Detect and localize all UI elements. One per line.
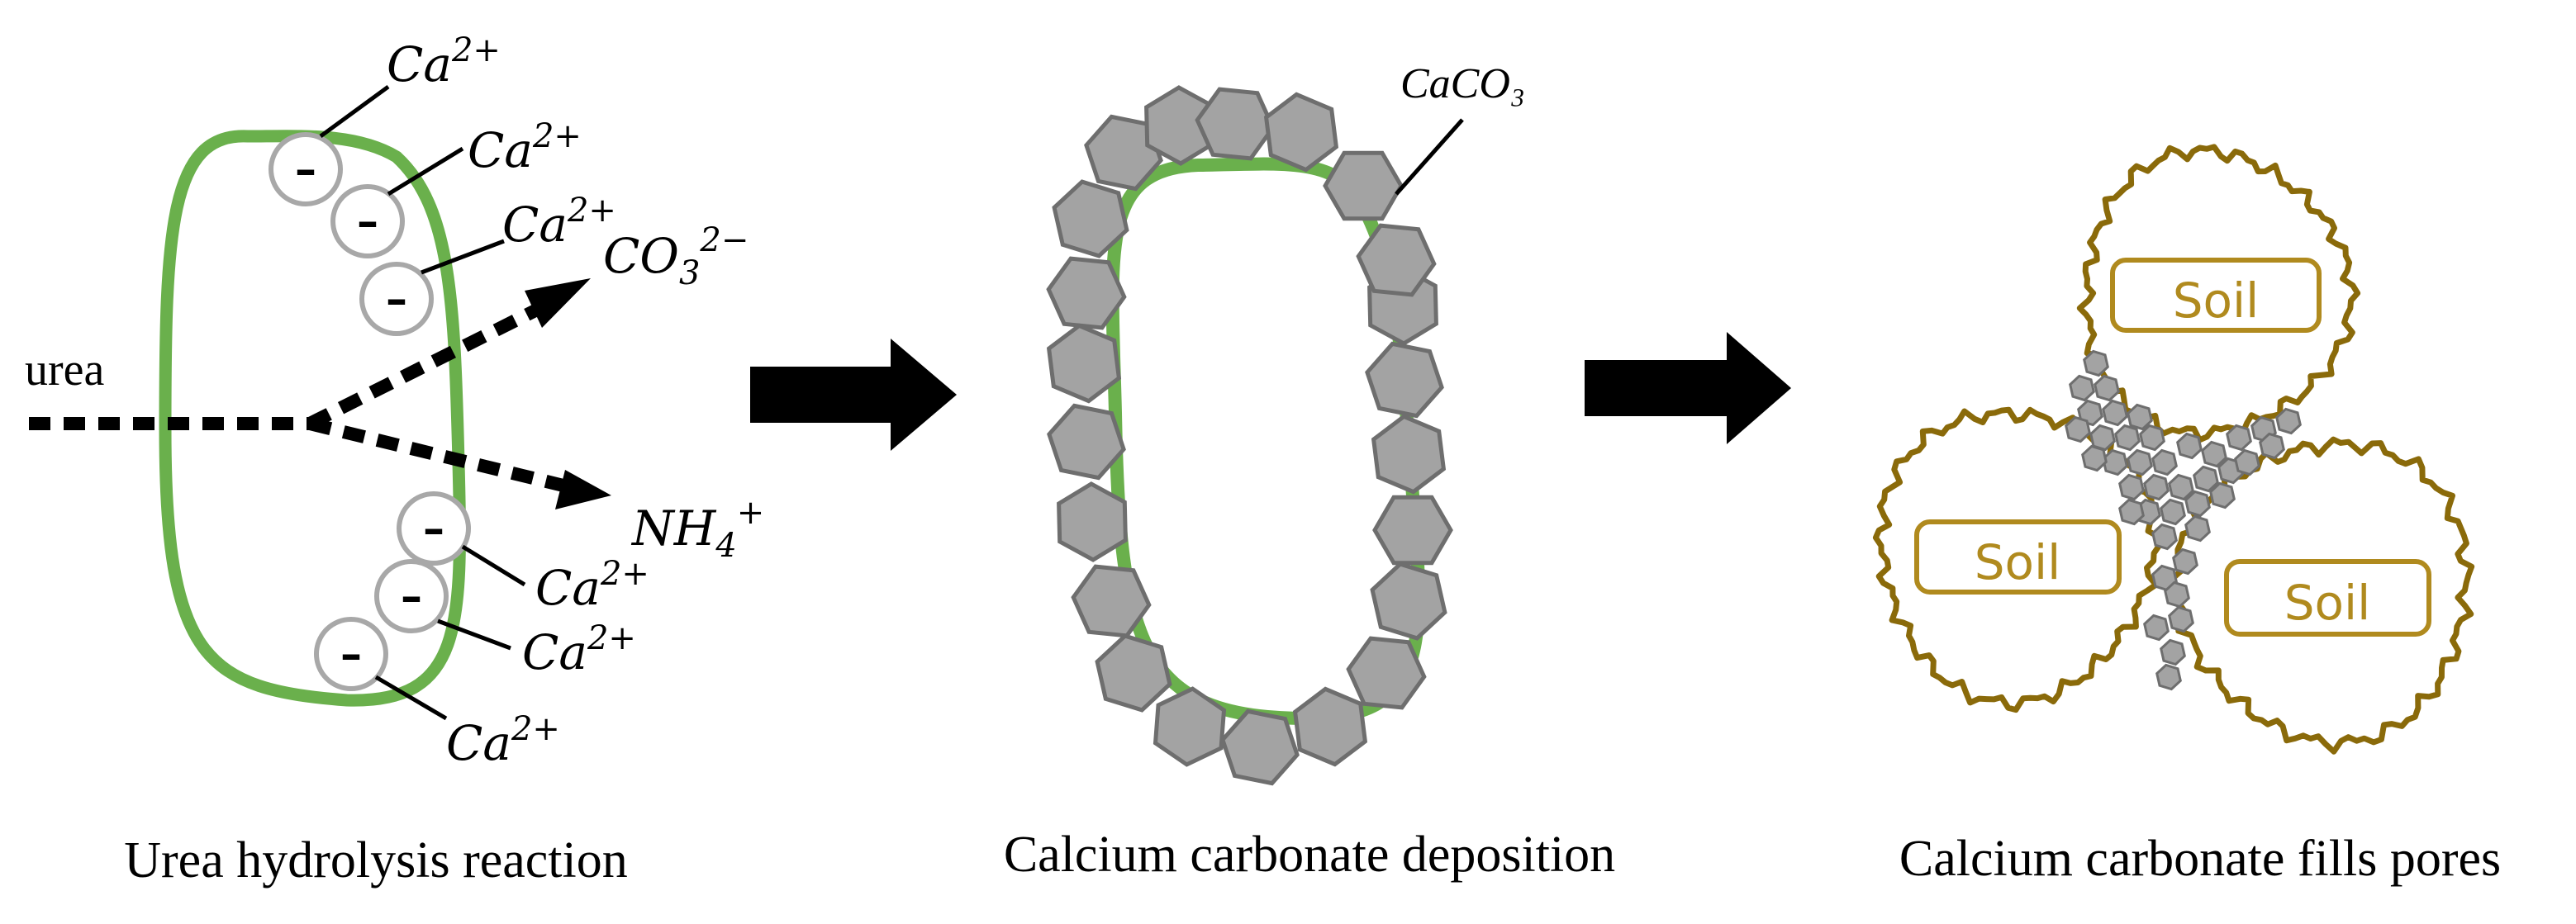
pore-crystal <box>2201 440 2227 468</box>
pore-crystal <box>2081 444 2108 472</box>
arrowhead-ammonium <box>555 470 611 509</box>
pore-crystal <box>2151 523 2178 551</box>
pore-crystal <box>2184 490 2211 518</box>
caption-fills-pores: Calcium carbonate fills pores <box>1899 831 2501 887</box>
caco3-crystal <box>1153 686 1227 767</box>
caco3-crystal <box>1095 633 1172 713</box>
caco3-crystal <box>1263 92 1339 173</box>
pore-crystal <box>2160 638 2186 666</box>
soil-label-box-right <box>2224 559 2431 637</box>
pore-crystal <box>2176 432 2203 460</box>
negative-sign-1: – <box>295 145 316 195</box>
pore-crystal <box>2143 473 2170 501</box>
caco3-crystal <box>1365 341 1444 419</box>
caco3-crystal <box>1292 686 1368 767</box>
calcium-ion-2: Ca2+ <box>468 117 582 178</box>
pore-crystals <box>2065 349 2302 691</box>
pore-crystal <box>2089 424 2116 452</box>
pore-crystal <box>2069 374 2095 402</box>
panel-deposition: CaCO₃ Calcium carbonate deposition <box>1004 60 1615 883</box>
panel-urea-hydrolysis: urea – – – – – – Ca2+ <box>25 31 764 888</box>
negative-site-6 <box>314 617 388 691</box>
calcium-ion-4: Ca2+ <box>535 555 649 616</box>
caco3-crystal <box>1220 708 1300 786</box>
caco3-crystal <box>1052 179 1129 258</box>
calcium-ion-5: Ca2+ <box>522 619 636 680</box>
pore-crystal <box>2226 424 2252 452</box>
caco3-crystal <box>1046 256 1127 330</box>
pore-crystal <box>2209 481 2236 509</box>
pore-crystal <box>2164 580 2190 609</box>
soil-label-box-left <box>1914 519 2122 595</box>
pore-crystal <box>2234 448 2260 476</box>
negative-site-5 <box>374 559 449 633</box>
pore-crystal <box>2127 448 2153 476</box>
ammonium-ion: NH4+ <box>630 494 764 565</box>
negative-site-4 <box>397 491 471 566</box>
pore-crystal <box>2155 663 2182 691</box>
urea-pathway <box>29 278 611 509</box>
process-arrow-1 <box>750 339 957 451</box>
pore-crystal <box>2151 448 2178 476</box>
carbonate-ion: CO32− <box>603 221 749 292</box>
process-arrow-2 <box>1585 332 1791 444</box>
caco3-label: CaCO₃ <box>1400 60 1525 107</box>
caco3-crystal <box>1356 223 1437 297</box>
calcium-ion-1: Ca2+ <box>387 31 501 92</box>
pore-crystal <box>2168 605 2194 633</box>
pore-crystal <box>2114 424 2141 452</box>
soil-label-right: Soil <box>2284 575 2371 631</box>
negative-sign-6: – <box>340 630 362 680</box>
negative-site-1 <box>269 132 343 206</box>
pore-crystal <box>2118 498 2145 526</box>
calcium-carbonate-crystals <box>1046 85 1453 786</box>
pore-crystal <box>2083 349 2109 377</box>
pore-crystal <box>2139 424 2165 452</box>
bacterial-cell-wall <box>159 130 466 707</box>
negative-site-3 <box>359 262 434 336</box>
urea-label: urea <box>25 344 105 396</box>
pore-crystal <box>2143 614 2170 642</box>
calcium-ion-3: Ca2+ <box>502 192 616 253</box>
pore-crystal <box>2172 547 2198 576</box>
cell-surface-charges <box>269 132 471 691</box>
caco3-crystal <box>1346 636 1427 710</box>
caption-urea-hydrolysis: Urea hydrolysis reaction <box>124 832 627 888</box>
negative-sign-4: – <box>423 505 444 554</box>
soil-label-top: Soil <box>2173 272 2260 329</box>
caco3-crystal <box>1047 403 1126 481</box>
caco3-crystal <box>1057 481 1128 562</box>
caco3-crystal <box>1372 495 1453 566</box>
caco3-crystal <box>1046 323 1122 404</box>
caco3-crystal <box>1195 87 1276 161</box>
caco3-crystal <box>1371 414 1447 495</box>
pore-crystal <box>2065 415 2091 443</box>
pore-crystal <box>2193 465 2219 493</box>
ion-leader-lines <box>319 84 526 721</box>
caco3-crystal <box>1323 150 1404 221</box>
negative-site-2 <box>330 184 405 258</box>
pore-crystal <box>2102 399 2128 427</box>
negative-sign-2: – <box>357 197 378 247</box>
soil-label-box-top <box>2110 258 2322 333</box>
soil-label-left: Soil <box>1975 534 2061 590</box>
caption-deposition: Calcium carbonate deposition <box>1004 827 1615 883</box>
pore-crystal <box>2168 473 2194 501</box>
arrowhead-carbonate <box>525 278 591 328</box>
caco3-crystal <box>1370 562 1447 641</box>
negative-sign-5: – <box>401 572 422 622</box>
calcium-ion-6: Ca2+ <box>446 710 560 771</box>
pore-crystal <box>2160 498 2186 526</box>
pore-crystal <box>2259 432 2285 460</box>
pore-crystal <box>2184 514 2211 543</box>
pore-crystal <box>2275 407 2302 435</box>
pore-crystal <box>2127 403 2153 431</box>
caco3-leader-line <box>1395 118 1464 196</box>
panel-fills-pores: Soil Soil Soil Calcium carbonate fills p… <box>1872 144 2501 887</box>
pore-crystal <box>2118 473 2145 501</box>
negative-sign-3: – <box>386 275 407 325</box>
pore-crystal <box>2094 374 2120 402</box>
